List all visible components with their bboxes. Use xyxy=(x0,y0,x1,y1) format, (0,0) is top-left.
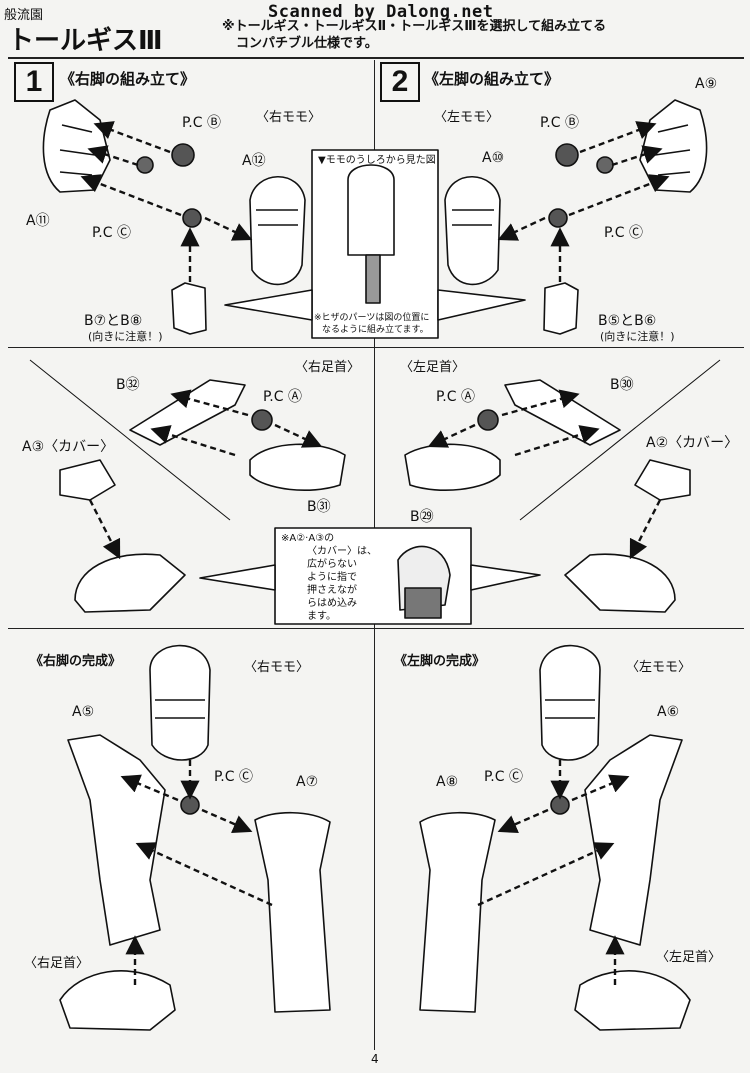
callout-back-view-title: ▼モモのうしろから見た図 xyxy=(318,155,436,166)
header-note-line2: コンパチブル仕様です。 xyxy=(236,36,378,51)
label-a7: A⑦ xyxy=(296,774,319,790)
step1-label-pcc: P.C Ⓒ xyxy=(92,225,131,241)
cover-note: ※A②·A③の 〈カバー〉は、 広がらない ように指で 押さえなが らはめ込み … xyxy=(281,532,377,623)
label-a6: A⑥ xyxy=(657,704,680,720)
left-foot-label: 〈左足首〉 xyxy=(656,950,722,965)
step1-thigh-label: 〈右モモ〉 xyxy=(256,110,322,125)
cover-note-line: 〈カバー〉は、 xyxy=(307,546,377,557)
step2-label-pcb: P.C Ⓑ xyxy=(540,115,579,131)
label-pca-right: P.C Ⓐ xyxy=(263,389,302,405)
step1-caution: (向きに注意！) xyxy=(88,330,163,343)
page-title: トールギスⅢ xyxy=(8,26,163,56)
page-number: 4 xyxy=(371,1052,379,1066)
cover-note-line: ように指で xyxy=(307,572,357,583)
cover-note-line: ※A②·A③の xyxy=(281,533,335,544)
label-pcc-right: P.C Ⓒ xyxy=(214,769,253,785)
label-a2-cover: A②〈カバー〉 xyxy=(646,435,739,451)
label-a5: A⑤ xyxy=(72,704,95,720)
step2-label-a10: A⑩ xyxy=(482,150,505,166)
step2-caution: (向きに注意！) xyxy=(600,330,675,343)
step1-label-pcb: P.C Ⓑ xyxy=(182,115,221,131)
label-a8: A⑧ xyxy=(436,774,459,790)
cover-note-line: 広がらない xyxy=(307,559,357,570)
step2-thigh-label: 〈左モモ〉 xyxy=(434,110,500,125)
step2-label-a9: A⑨ xyxy=(695,76,718,92)
label-a3-cover: A③〈カバー〉 xyxy=(22,439,115,455)
label-pca-left: P.C Ⓐ xyxy=(436,389,475,405)
step2-label-b56: B⑤とB⑥ xyxy=(598,313,657,329)
header-watermark-left: 般流園 xyxy=(4,8,44,23)
callout-knee-note-line2: なるように組み立てます。 xyxy=(322,325,429,335)
cover-note-line: らはめ込み xyxy=(307,598,357,609)
header-note-line1: ※トールギス・トールギスⅡ・トールギスⅢを選択して組み立てる xyxy=(222,19,607,34)
step2-number: 2 xyxy=(380,62,420,102)
step1-label-b78: B⑦とB⑧ xyxy=(84,313,143,329)
step1-label-a11: A⑪ xyxy=(26,213,50,229)
left-leg-complete-title: 《左脚の完成》 xyxy=(394,654,486,669)
row1-divider xyxy=(8,347,744,348)
right-leg-complete-title: 《右脚の完成》 xyxy=(30,654,122,669)
label-b29: B㉙ xyxy=(410,509,434,525)
label-b31: B㉛ xyxy=(307,499,331,515)
row2-divider xyxy=(8,628,744,629)
label-pcc-left: P.C Ⓒ xyxy=(484,769,523,785)
step2-label-pcc: P.C Ⓒ xyxy=(604,225,643,241)
step2-title: 《左脚の組み立て》 xyxy=(424,70,560,88)
right-foot-label: 〈右足首〉 xyxy=(24,956,90,971)
header-note: ※トールギス・トールギスⅡ・トールギスⅢを選択して組み立てる コンパチブル仕様で… xyxy=(222,18,606,52)
cover-note-line: 押さえなが xyxy=(307,585,357,596)
header-divider xyxy=(8,57,744,59)
header-watermark-top: Scanned by Dalong.net xyxy=(268,2,494,22)
label-b32: B㉜ xyxy=(116,377,140,393)
left-thigh-label: 〈左モモ〉 xyxy=(626,660,692,675)
cover-note-line: ます。 xyxy=(307,611,336,622)
callout-knee-note-line1: ※ヒザのパーツは図の位置に xyxy=(314,313,430,323)
left-foot-title: 〈左足首〉 xyxy=(400,360,466,375)
right-foot-title: 〈右足首〉 xyxy=(295,360,361,375)
step1-label-a12: A⑫ xyxy=(242,153,266,169)
step1-number: 1 xyxy=(14,62,54,102)
right-thigh-label: 〈右モモ〉 xyxy=(244,660,310,675)
step1-title: 《右脚の組み立て》 xyxy=(60,70,196,88)
label-b30: B㉚ xyxy=(610,377,634,393)
